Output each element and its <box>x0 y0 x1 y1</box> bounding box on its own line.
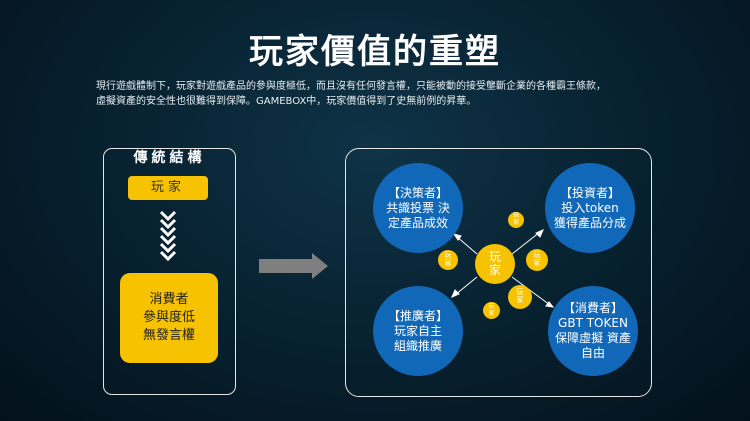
consumer-node: 【消費者】 GBT TOKEN 保障虛擬 資產 自由 <box>548 286 638 376</box>
connector-arrows <box>451 229 555 308</box>
decision-maker-line-2: 定產品成效 <box>387 215 448 230</box>
decision-maker-node: 【決策者】 共識投票 決 定產品成效 <box>373 163 463 253</box>
player-dot-char-2: 家 <box>512 219 519 226</box>
decision-maker-title: 【決策者】 <box>387 185 448 200</box>
player-dot-char-1: 玩 <box>488 302 495 310</box>
consumer-node-line-2: 保障虛擬 資產 <box>555 331 631 345</box>
player-box: 玩家 <box>128 176 208 200</box>
description: 現行遊戲體制下，玩家對遊戲產品的參與度極低，而且沒有任何發言權，只能被動的接受壟… <box>96 79 666 109</box>
chevron-down-icon <box>159 250 177 262</box>
player-dot: 玩 家 <box>508 212 524 228</box>
traditional-structure-title: 傳統結構 <box>133 150 206 166</box>
consumer-node-line-3: 自由 <box>580 346 605 360</box>
chevron-down-stack <box>159 210 177 262</box>
player-dot-char-1: 玩 <box>533 251 541 260</box>
promoter-line-2: 組織推廣 <box>393 338 442 353</box>
transition-arrow-icon <box>259 253 328 279</box>
consumer-no-voice: 無發言權 <box>142 328 195 343</box>
player-dot-char-2: 家 <box>488 309 495 317</box>
investor-node: 【投資者】 投入token 獲得產品分成 <box>545 163 635 253</box>
chevron-down-icon <box>159 234 177 246</box>
player-dot-char-2: 家 <box>444 259 452 267</box>
center-player-node: 玩 家 <box>475 244 515 284</box>
gamebox-structure-panel <box>345 148 652 397</box>
player-dot: 玩 家 <box>526 249 548 271</box>
chevron-down-icon <box>159 218 177 230</box>
promoter-node: 【推廣者】 玩家自主 組織推廣 <box>373 286 463 376</box>
description-line-2: 虛擬資產的安全性也很難得到保障。GAMEBOX中，玩家價值得到了史無前例的昇華。 <box>96 96 477 107</box>
consumer-participation: 參與度低 <box>142 310 195 325</box>
promoter-line-1: 玩家自主 <box>393 323 442 338</box>
center-player-char-2: 家 <box>488 263 501 277</box>
chevron-down-icon <box>159 226 177 238</box>
player-dot: 玩 家 <box>438 250 458 270</box>
investor-title: 【投資者】 <box>559 185 620 200</box>
decision-maker-line-1: 共識投票 決 <box>386 200 450 215</box>
investor-line-1: 投入token <box>561 200 619 215</box>
traditional-structure-panel <box>103 148 236 395</box>
center-player-char-1: 玩 <box>488 249 501 264</box>
investor-line-2: 獲得產品分成 <box>553 215 626 230</box>
promoter-title: 【推廣者】 <box>387 308 448 323</box>
description-line-1: 現行遊戲體制下，玩家對遊戲產品的參與度極低，而且沒有任何發言權，只能被動的接受壟… <box>96 81 606 92</box>
player-dot-char-2: 家 <box>533 259 541 267</box>
player-dot-char-1: 玩 <box>516 288 524 297</box>
consumer-node-line-1: GBT TOKEN <box>558 316 628 330</box>
page-title: 玩家價值的重塑 <box>249 32 501 72</box>
player-dot-char-2: 家 <box>516 296 524 304</box>
chevron-down-icon <box>159 210 177 222</box>
consumer-label: 消費者 <box>149 292 189 307</box>
player-dot: 玩 家 <box>508 285 532 309</box>
chevron-down-icon <box>159 242 177 254</box>
consumer-node-title: 【消費者】 <box>562 301 623 315</box>
player-dot-char-1: 玩 <box>512 212 519 220</box>
player-dot: 玩 家 <box>483 302 500 319</box>
consumer-box: 消費者 參與度低 無發言權 <box>120 273 218 363</box>
player-dot-char-1: 玩 <box>444 251 452 260</box>
